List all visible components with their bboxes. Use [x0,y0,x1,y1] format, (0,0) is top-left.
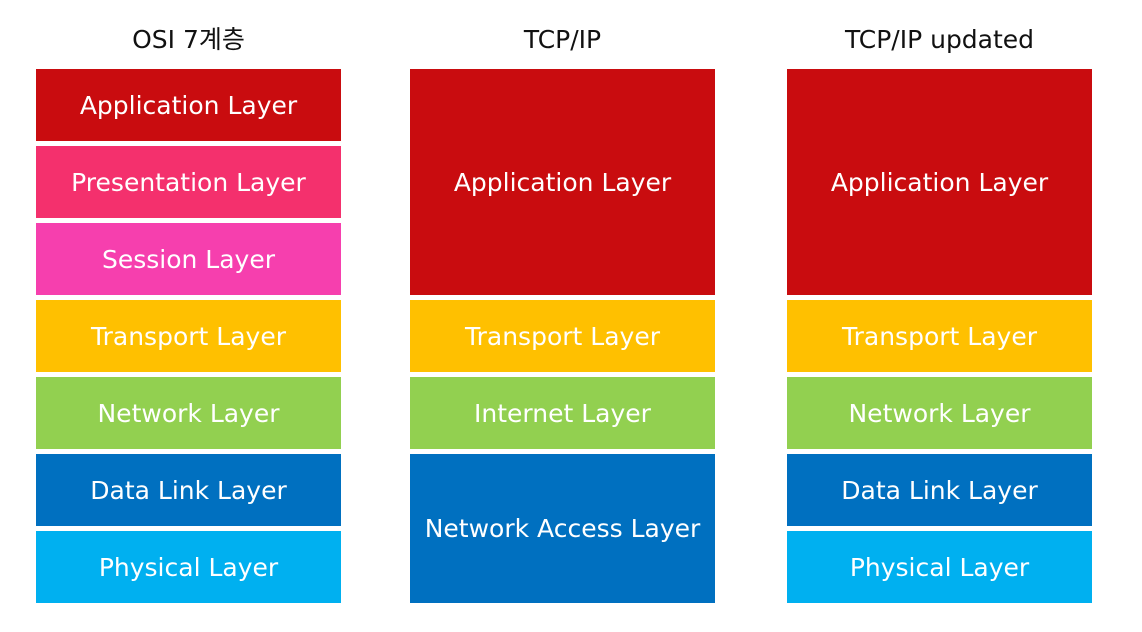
tcpip-transport-layer: Transport Layer [410,300,715,372]
tcpip-updated-physical-layer: Physical Layer [787,531,1092,603]
tcpip-updated-layer-stack: Application Layer Transport Layer Networ… [787,69,1092,603]
tcpip-model-title: TCP/IP [523,25,602,54]
osi-session-layer: Session Layer [36,223,341,295]
tcpip-updated-network-layer: Network Layer [787,377,1092,449]
tcpip-internet-layer: Internet Layer [410,377,715,449]
tcpip-model-column: TCP/IP Application Layer Transport Layer… [410,0,715,632]
tcpip-updated-model-title: TCP/IP updated [844,25,1035,54]
tcpip-application-layer: Application Layer [410,69,715,295]
osi-layer-stack: Application Layer Presentation Layer Ses… [36,69,341,603]
osi-transport-layer: Transport Layer [36,300,341,372]
osi-data-link-layer: Data Link Layer [36,454,341,526]
osi-application-layer: Application Layer [36,69,341,141]
osi-network-layer: Network Layer [36,377,341,449]
osi-presentation-layer: Presentation Layer [36,146,341,218]
osi-model-title: OSI 7계층 [132,25,245,54]
tcpip-updated-transport-layer: Transport Layer [787,300,1092,372]
tcpip-layer-stack: Application Layer Transport Layer Intern… [410,69,715,603]
tcpip-updated-model-column: TCP/IP updated Application Layer Transpo… [787,0,1092,632]
tcpip-updated-application-layer: Application Layer [787,69,1092,295]
tcpip-network-access-layer: Network Access Layer [410,454,715,603]
tcpip-updated-data-link-layer: Data Link Layer [787,454,1092,526]
osi-model-column: OSI 7계층 Application Layer Presentation L… [36,0,341,632]
osi-physical-layer: Physical Layer [36,531,341,603]
